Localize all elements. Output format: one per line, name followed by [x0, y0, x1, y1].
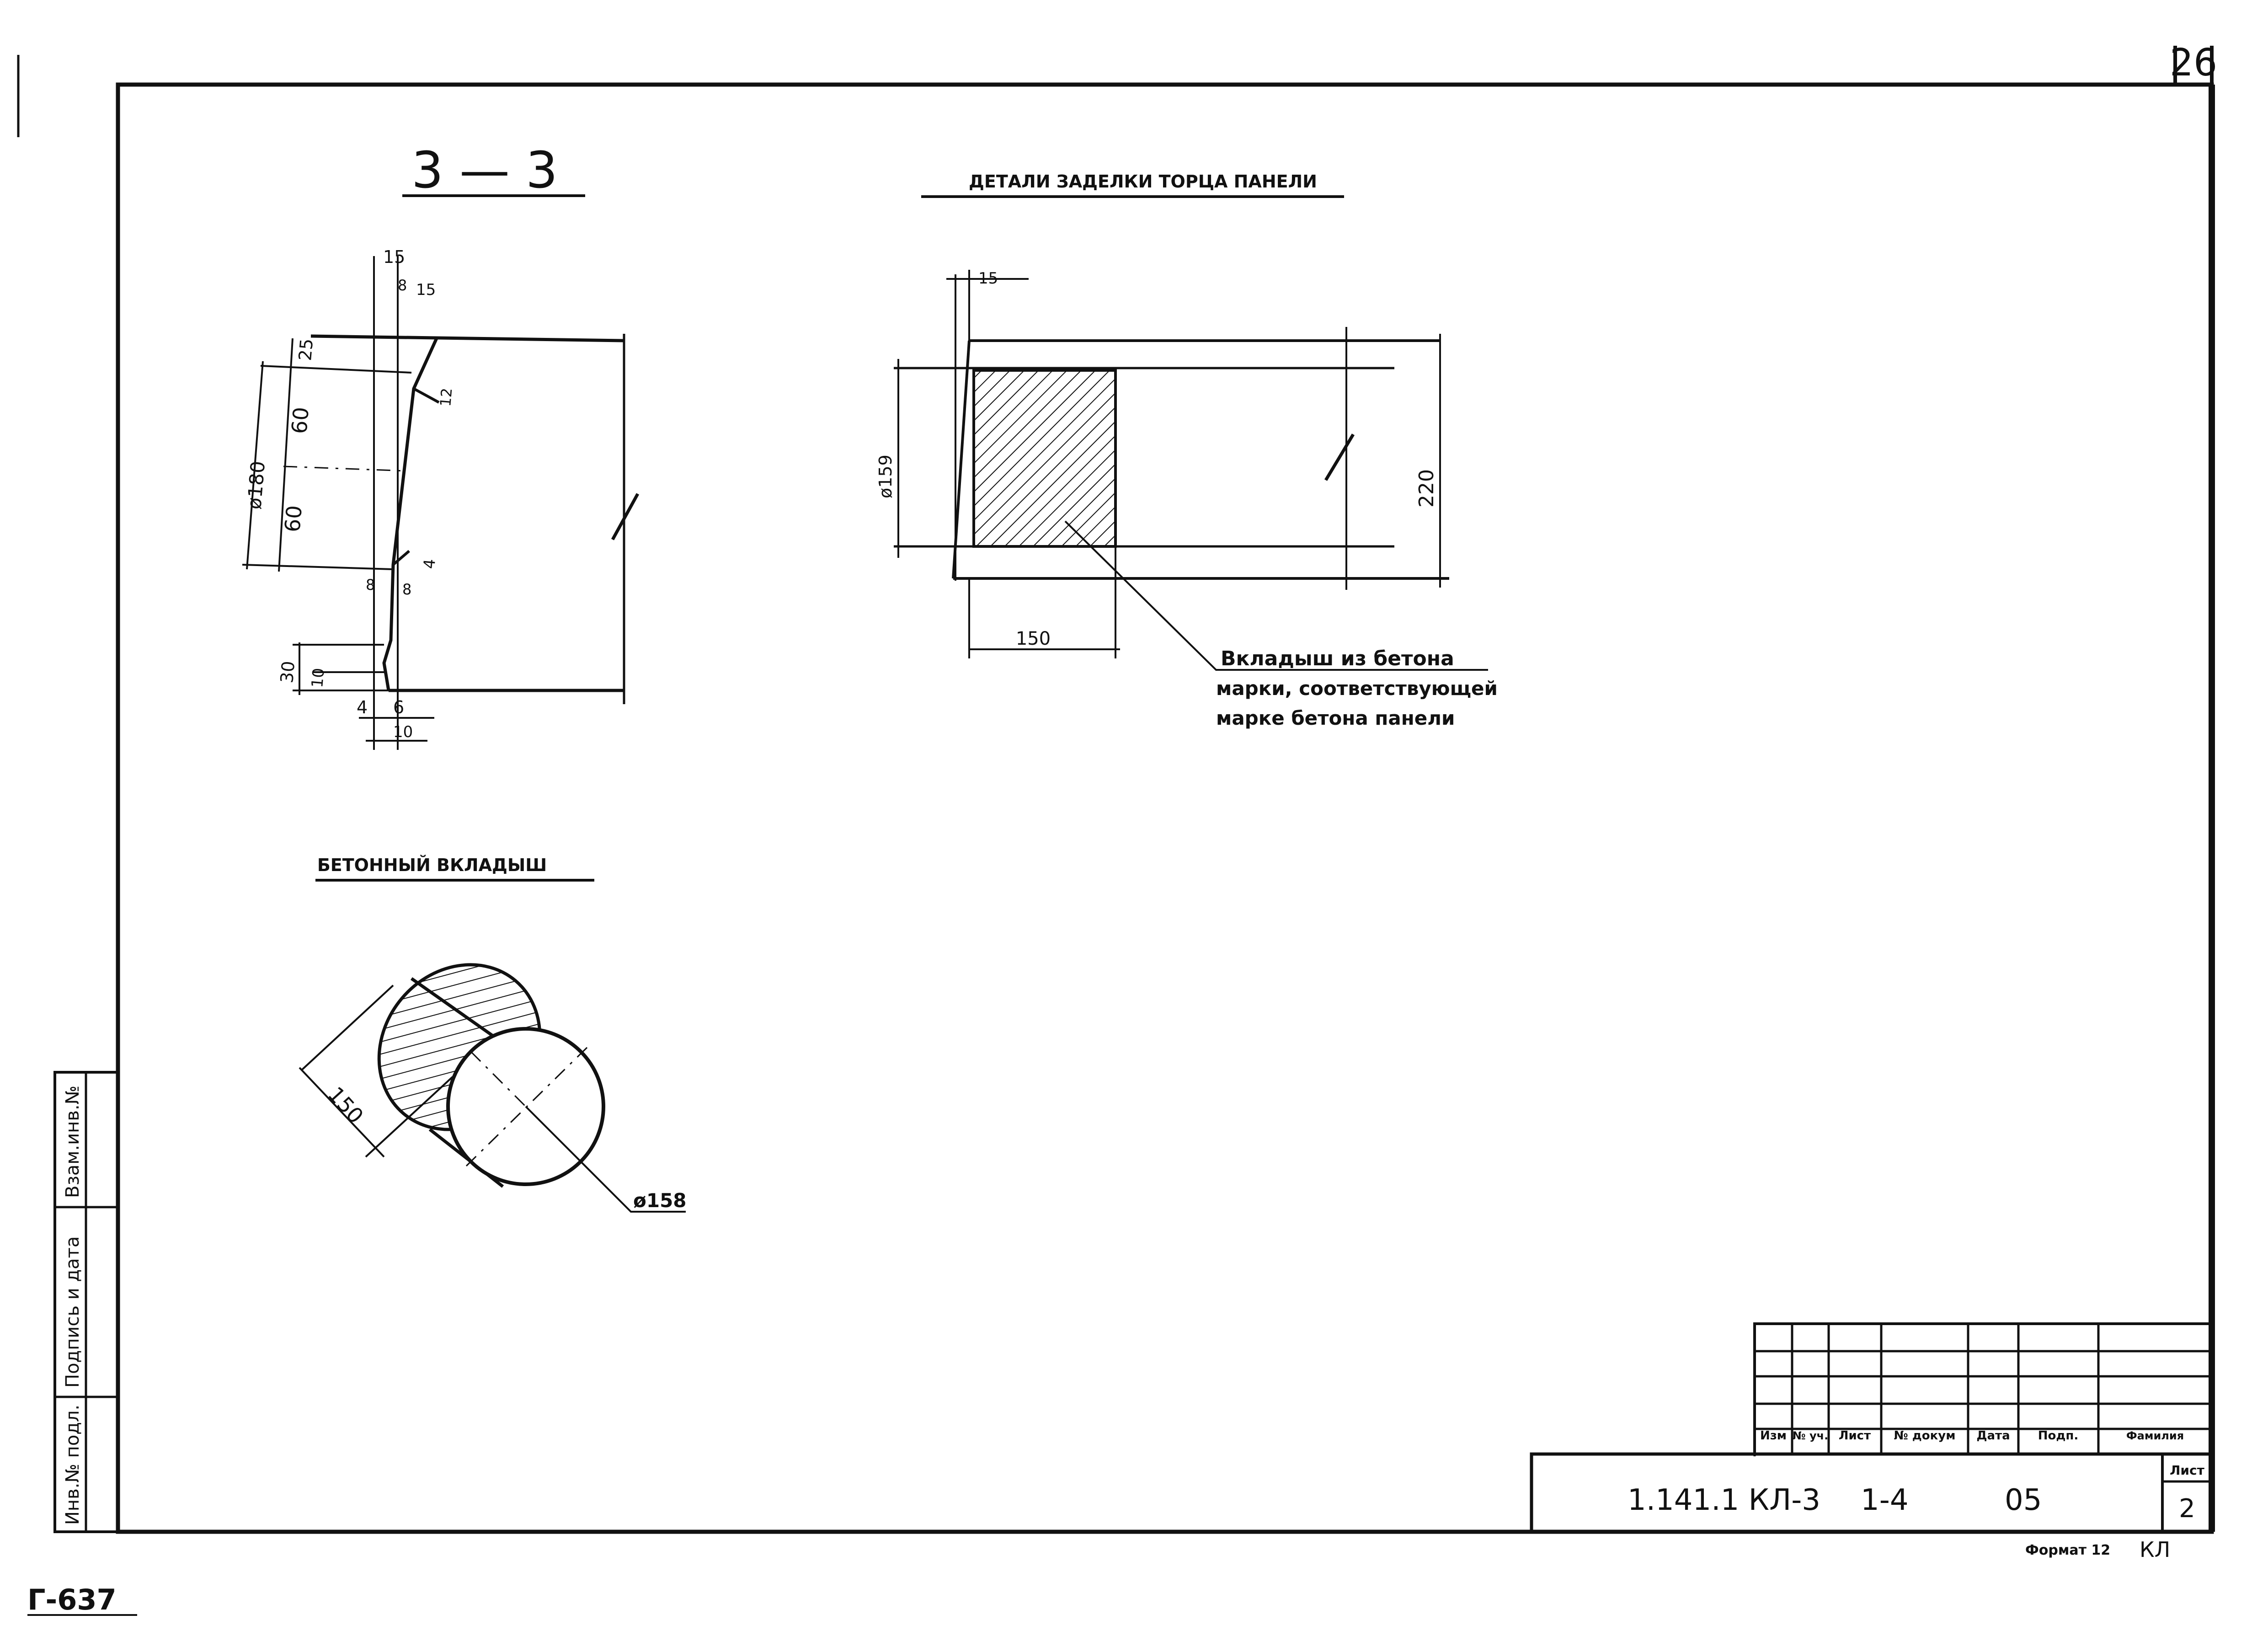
- tb-header-uch: № уч.: [1793, 1429, 1828, 1442]
- dim-12-right: 12: [437, 387, 455, 407]
- dim-8: 8: [398, 277, 407, 294]
- tb-header-izm: Изм: [1760, 1429, 1787, 1443]
- tb-header-dokum: № докум: [1894, 1429, 1955, 1443]
- dim-10-bottom: 10: [393, 723, 413, 741]
- dim-8-low: 8: [366, 576, 375, 594]
- sheet-frame: [17, 46, 2215, 1534]
- end-detail-title: ДЕТАЛИ ЗАДЕЛКИ ТОРЦА ПАНЕЛИ: [969, 171, 1317, 192]
- tb-code-num: 05: [2005, 1483, 2042, 1517]
- dim-8-low2: 8: [402, 581, 411, 598]
- tb-header-surname: Фамилия: [2126, 1429, 2184, 1442]
- callout-line-1: Вкладыш из бетона: [1221, 647, 1454, 670]
- tb-code-main: 1.141.1 КЛ-3: [1628, 1483, 1820, 1517]
- tb-header-date: Дата: [1976, 1429, 2010, 1443]
- tb-sheet-label: Лист: [2170, 1463, 2204, 1478]
- tb-code-sub: 1-4: [1861, 1483, 1909, 1517]
- side-stamp-signature-date: Подпись и дата: [62, 1236, 83, 1388]
- title-block: Изм № уч. Лист № докум Дата Подп. Фамили…: [1530, 1322, 2214, 1562]
- end-dim-diam-159: ø159: [875, 455, 896, 498]
- dim-25: 25: [295, 338, 317, 362]
- end-dim-220: 220: [1415, 469, 1438, 508]
- tb-sheet-value: 2: [2179, 1494, 2195, 1524]
- dim-15-b: 15: [416, 281, 436, 299]
- insert-dim-diameter: ø158: [633, 1189, 687, 1212]
- dim-6-bottom: 6: [393, 697, 404, 717]
- format-label: Формат 12: [2025, 1542, 2110, 1558]
- dim-60-lower: 60: [280, 504, 307, 533]
- side-stamp-replace-inv: Взам.инв.№: [62, 1086, 83, 1198]
- dim-60-upper: 60: [287, 406, 314, 435]
- callout-line-3: марке бетона панели: [1216, 707, 1455, 729]
- side-stamp-inv-original: Инв.№ подл.: [62, 1405, 83, 1525]
- drawing-stamp: Г-637: [27, 1583, 117, 1616]
- page-number: 26: [2170, 41, 2217, 85]
- dim-15-top: 15: [383, 247, 405, 267]
- insert-dim-length: 150: [323, 1082, 368, 1128]
- corner-mark: КЛ: [2140, 1537, 2170, 1562]
- dim-30: 30: [277, 660, 299, 684]
- dim-10-left: 10: [308, 667, 328, 689]
- dim-4-bottom: 4: [357, 697, 368, 717]
- dim-4-right: 4: [420, 558, 439, 570]
- end-dim-15: 15: [978, 269, 998, 288]
- section-3-3: 3 — 3 15 8 15 25 60 60 12 ø180 8 8 4: [242, 141, 640, 750]
- end-dim-150: 150: [1016, 628, 1051, 649]
- section-title: 3 — 3: [411, 141, 558, 199]
- dim-diam-180: ø180: [243, 460, 269, 510]
- concrete-insert: БЕТОННЫЙ ВКЛАДЫШ 150 ø158: [299, 855, 687, 1213]
- side-stamp: Взам.инв.№ Подпись и дата Инв.№ подл.: [53, 1071, 119, 1533]
- callout-line-2: марки, соответствующей: [1216, 677, 1498, 700]
- tb-header-list: Лист: [1839, 1429, 1871, 1443]
- end-detail: ДЕТАЛИ ЗАДЕЛКИ ТОРЦА ПАНЕЛИ 15 ø159 220 …: [875, 171, 1498, 729]
- tb-header-sign: Подп.: [2038, 1429, 2078, 1443]
- insert-title: БЕТОННЫЙ ВКЛАДЫШ: [317, 855, 547, 875]
